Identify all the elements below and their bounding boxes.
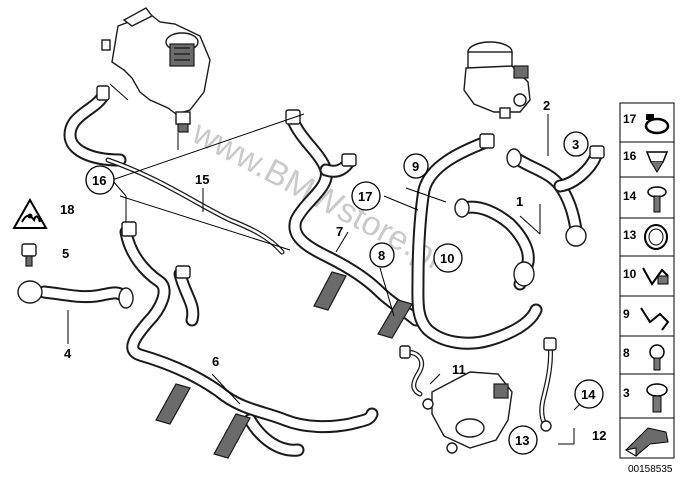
callout-7: 7 <box>336 224 343 239</box>
callout-16: 16 <box>85 165 115 195</box>
callout-5: 5 <box>62 246 69 261</box>
svg-text:5: 5 <box>62 246 69 261</box>
diagram-code: 00158535 <box>628 464 673 475</box>
legend-item-10[interactable]: 10 <box>623 267 669 286</box>
svg-text:12: 12 <box>592 428 606 443</box>
svg-text:17: 17 <box>358 189 372 204</box>
callout-10: 10 <box>433 243 463 273</box>
callout-17: 17 <box>351 181 381 211</box>
legend-item-8[interactable]: 8 <box>623 344 665 371</box>
legend-item-9[interactable]: 9 <box>623 307 670 331</box>
hose-part-4[interactable] <box>17 280 134 309</box>
callout-8: 8 <box>369 242 395 268</box>
legend-item-17[interactable]: 17 <box>623 112 670 135</box>
callout-11: 11 <box>452 362 466 377</box>
svg-text:11: 11 <box>452 362 466 377</box>
legend-item-16[interactable]: 16 <box>623 149 669 173</box>
parts-legend: 17 16 14 13 10 9 8 <box>619 102 675 459</box>
warning-label-18[interactable] <box>12 197 48 229</box>
svg-text:7: 7 <box>336 224 343 239</box>
svg-text:16: 16 <box>92 173 106 188</box>
legend-item-13[interactable]: 13 <box>623 224 668 250</box>
hose-part-2[interactable] <box>506 145 605 247</box>
svg-text:9: 9 <box>412 159 419 174</box>
callout-12: 12 <box>592 428 606 443</box>
callout-14: 14 <box>574 379 604 409</box>
svg-text:13: 13 <box>623 228 637 242</box>
svg-text:8: 8 <box>378 248 385 263</box>
svg-text:10: 10 <box>623 267 637 281</box>
svg-text:15: 15 <box>195 172 209 187</box>
vent-line-15[interactable] <box>105 157 285 255</box>
svg-text:2: 2 <box>543 98 550 113</box>
callout-9: 9 <box>403 153 429 179</box>
hose-part-6[interactable] <box>119 221 379 459</box>
auxiliary-water-pump[interactable] <box>422 371 513 454</box>
callout-2: 2 <box>543 98 550 113</box>
hose-part-1[interactable] <box>454 198 535 291</box>
hose-tank-left[interactable] <box>63 85 127 167</box>
svg-text:3: 3 <box>572 137 579 152</box>
svg-text:18: 18 <box>60 202 74 217</box>
hose-part-10[interactable] <box>411 133 543 350</box>
svg-text:14: 14 <box>581 387 596 402</box>
svg-text:16: 16 <box>623 149 637 163</box>
arrow-icon <box>624 427 669 457</box>
callout-6: 6 <box>212 354 219 369</box>
electric-water-pump-top[interactable] <box>463 41 531 119</box>
callout-1: 1 <box>516 194 523 209</box>
svg-text:1: 1 <box>516 194 523 209</box>
callout-18: 18 <box>60 202 74 217</box>
legend-item-14[interactable]: 14 <box>623 186 667 213</box>
svg-text:4: 4 <box>64 346 72 361</box>
hose-part-12[interactable] <box>539 337 557 432</box>
svg-text:17: 17 <box>623 112 637 126</box>
expansion-tank[interactable] <box>101 7 211 133</box>
callout-3: 3 <box>563 131 589 157</box>
svg-text:14: 14 <box>623 189 637 203</box>
legend-item-3[interactable]: 3 <box>623 383 668 413</box>
svg-text:10: 10 <box>440 251 454 266</box>
hose-part-7[interactable] <box>285 109 423 339</box>
callout-4: 4 <box>64 346 72 361</box>
connector-part-5[interactable] <box>21 243 37 267</box>
svg-text:8: 8 <box>623 346 630 360</box>
callout-13: 13 <box>508 425 538 455</box>
svg-text:13: 13 <box>515 433 529 448</box>
svg-text:3: 3 <box>623 386 630 400</box>
callout-15: 15 <box>195 172 209 187</box>
hose-part-11[interactable] <box>399 345 424 397</box>
svg-text:9: 9 <box>623 307 630 321</box>
svg-text:6: 6 <box>212 354 219 369</box>
